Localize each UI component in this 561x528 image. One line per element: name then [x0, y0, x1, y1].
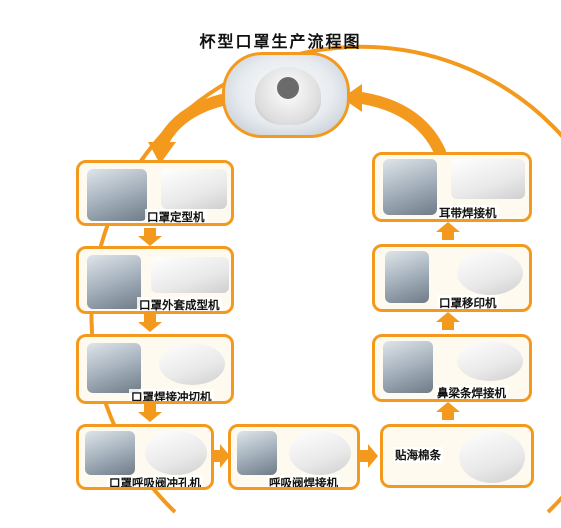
step-label: 耳带焊接机	[437, 205, 499, 220]
step-valve-punching-machine: 口罩呼吸阀冲孔机	[76, 424, 214, 490]
arrow-s8-s9	[436, 222, 460, 240]
arrow-s1-s2	[138, 228, 162, 246]
product-photo	[161, 169, 227, 209]
arrow-s2-s3	[138, 314, 162, 332]
product-photo	[145, 431, 207, 475]
machine-photo	[237, 431, 277, 475]
step-nose-strip-welding-machine: 鼻梁条焊接机	[372, 334, 532, 402]
product-photo	[289, 431, 351, 475]
finished-mask-image	[222, 52, 350, 138]
step-welding-punching-machine: 口罩焊接冲切机	[76, 334, 234, 404]
step-outer-shell-forming-machine: 口罩外套成型机	[76, 246, 234, 314]
step-mask-shaping-machine: 口罩定型机	[76, 160, 234, 226]
machine-photo	[383, 159, 437, 215]
product-photo	[151, 257, 229, 293]
step-sponge-strip: 贴海棉条	[380, 424, 534, 488]
step-label: 口罩移印机	[437, 295, 499, 310]
arrow-s6-s7	[436, 402, 460, 420]
arrow-top-right	[356, 92, 446, 158]
arrow-top-left-head	[148, 142, 176, 164]
product-photo	[457, 341, 523, 381]
product-photo	[159, 343, 225, 385]
step-label: 口罩焊接冲切机	[129, 389, 214, 404]
step-label: 呼吸阀焊接机	[267, 475, 340, 490]
product-photo	[459, 431, 525, 483]
arrow-s7-s8	[436, 312, 460, 330]
step-valve-welding-machine: 呼吸阀焊接机	[228, 424, 360, 490]
machine-photo	[87, 169, 147, 221]
machine-photo	[87, 255, 141, 309]
machine-photo	[87, 343, 141, 393]
diagram-title: 杯型口罩生产流程图	[199, 32, 362, 51]
step-ear-loop-welding-machine: 耳带焊接机	[372, 152, 532, 222]
arrow-top-left	[154, 94, 228, 154]
step-label: 贴海棉条	[393, 447, 443, 463]
product-photo	[451, 159, 525, 199]
arrow-s5-s6	[360, 444, 378, 468]
product-photo	[457, 251, 523, 295]
step-label: 鼻梁条焊接机	[435, 385, 508, 400]
arrow-s4-s5	[212, 444, 230, 468]
machine-photo	[85, 431, 135, 475]
arrow-s3-s4	[138, 404, 162, 422]
step-pad-printing-machine: 口罩移印机	[372, 244, 532, 312]
machine-photo	[385, 251, 429, 303]
step-label: 口罩定型机	[145, 209, 207, 224]
step-label: 口罩外套成型机	[137, 297, 222, 312]
machine-photo	[383, 341, 433, 393]
arrow-top-right-head	[342, 84, 362, 112]
step-label: 口罩呼吸阀冲孔机	[107, 475, 203, 490]
